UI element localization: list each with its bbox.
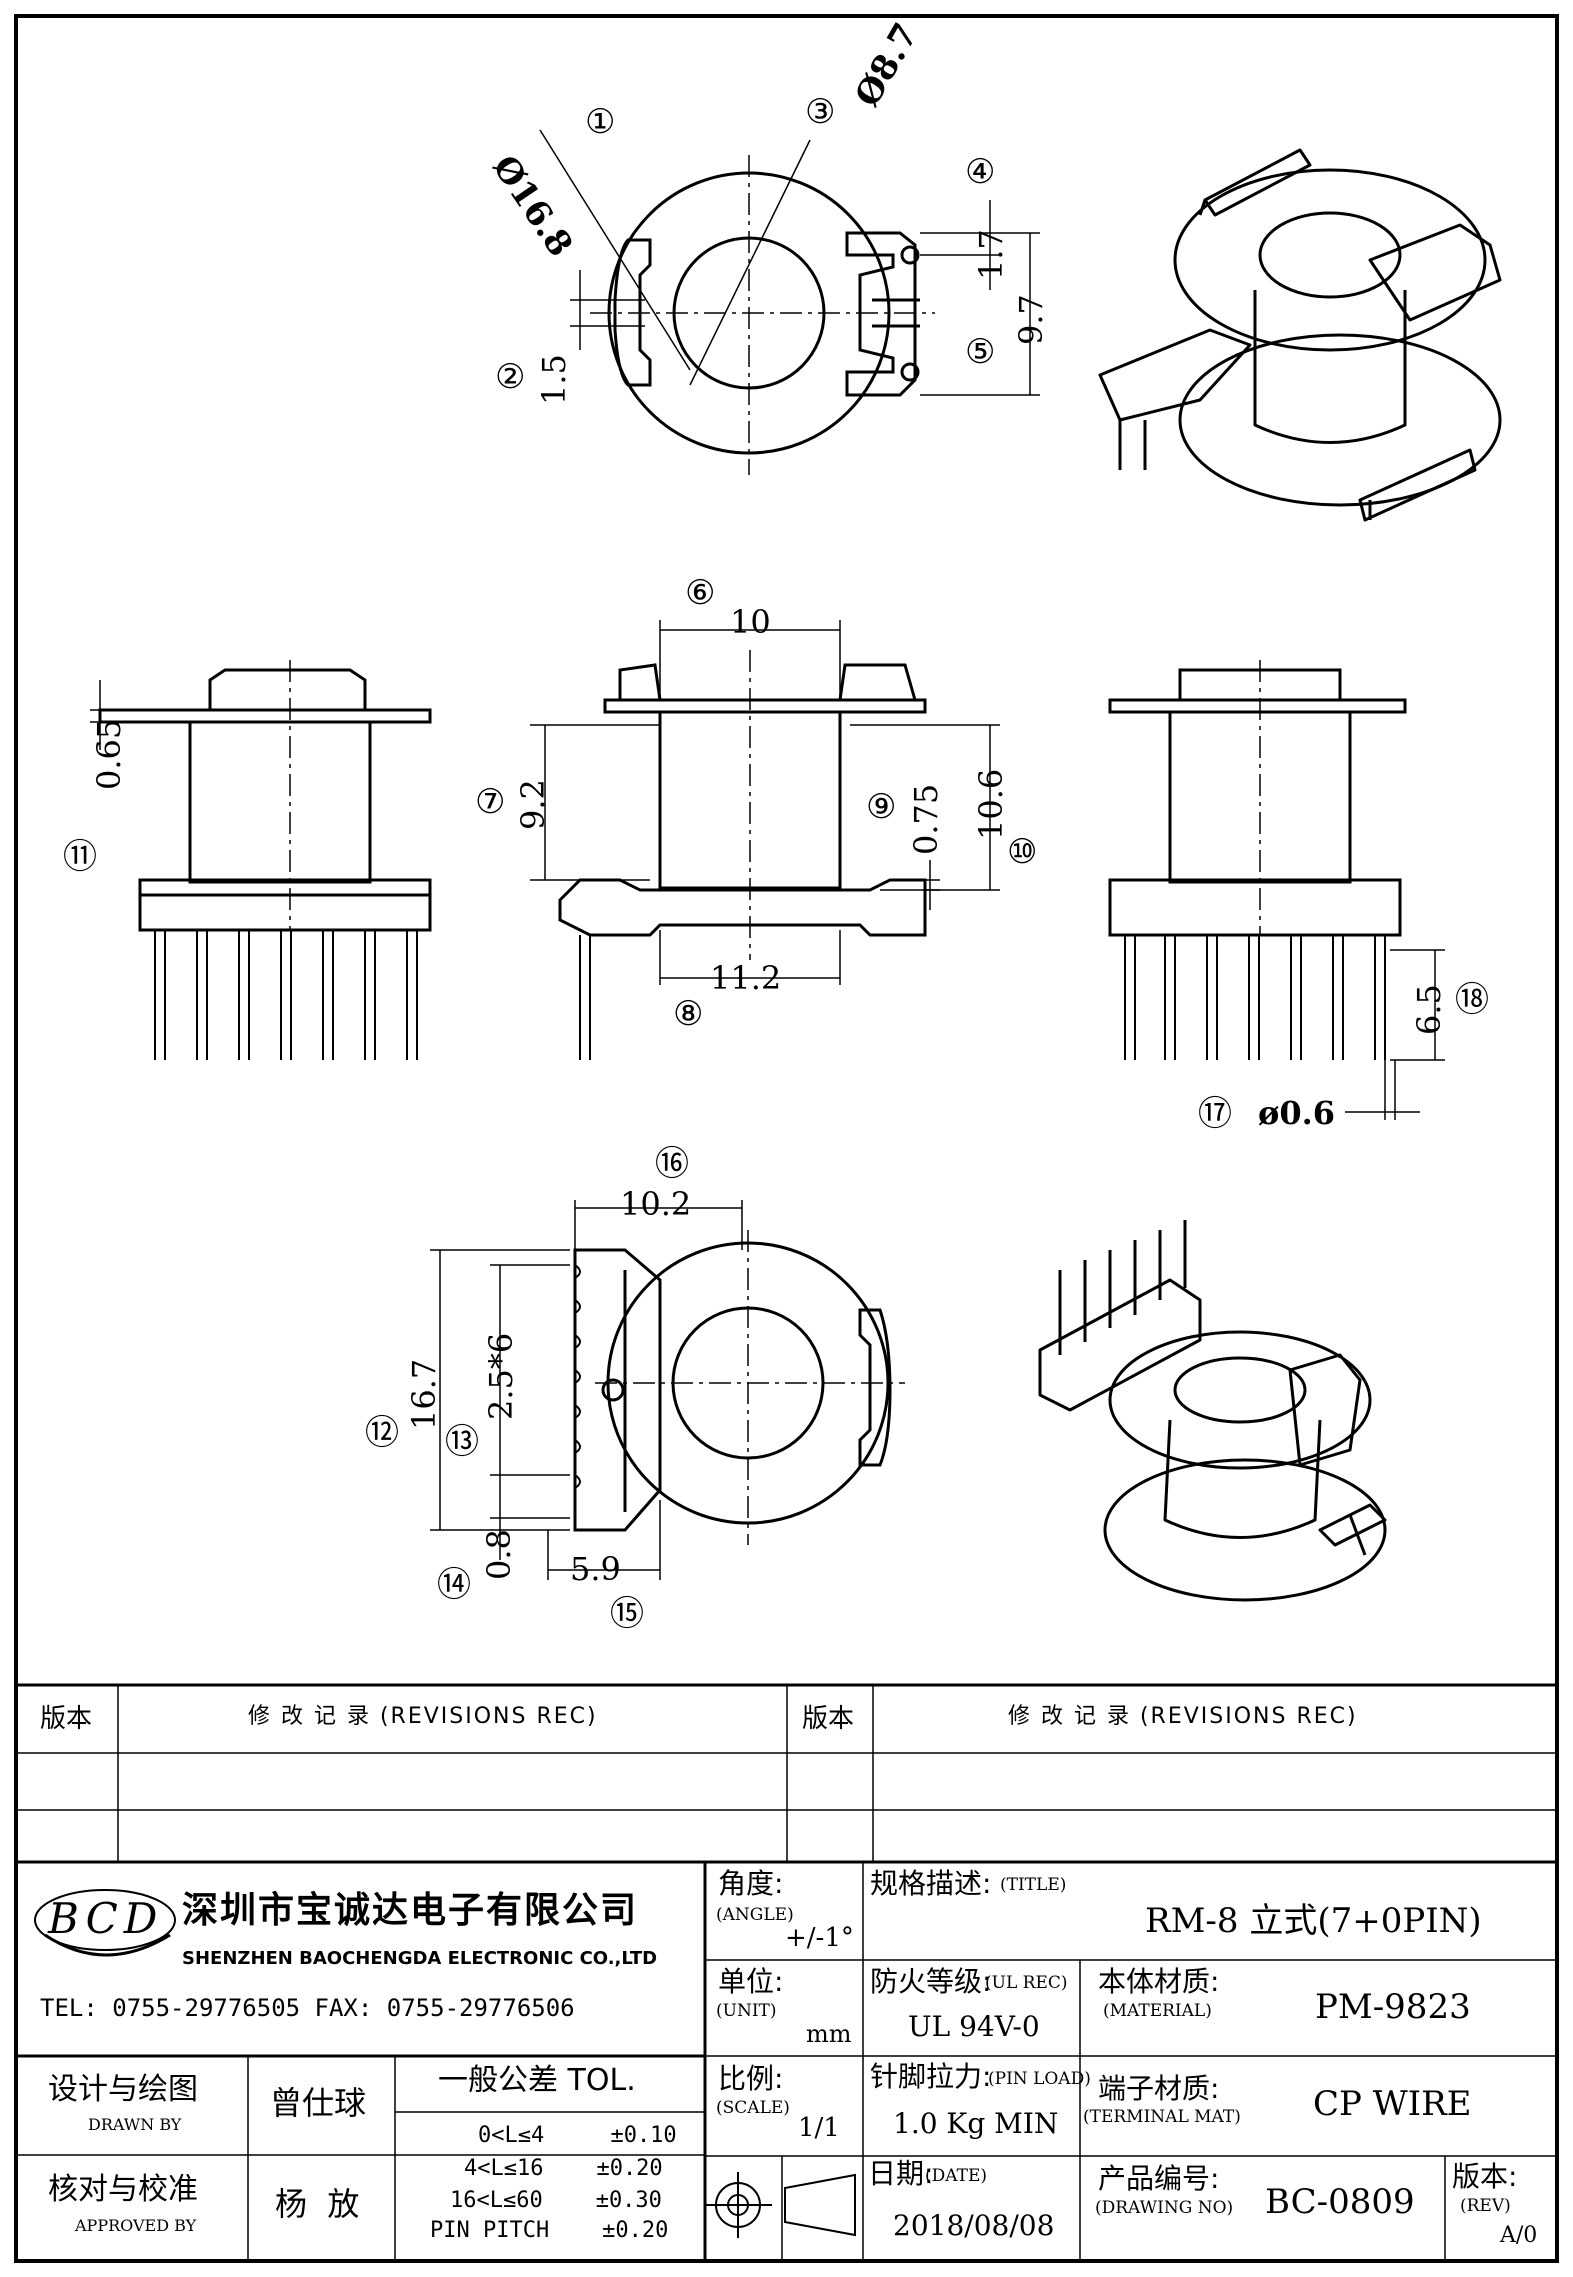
callout-13: ⑬ [445,1422,479,1462]
callout-9: ⑨ [866,787,897,827]
callout-12: ⑫ [365,1413,399,1453]
dim-7: 9.2 [514,779,552,830]
tolerance-row-4: PIN PITCH ±0.20 [430,2218,669,2243]
dim-9: 0.75 [907,783,945,855]
approved-by-label: 核对与校准 [48,2172,198,2207]
material-value: PM-9823 [1315,1987,1471,2027]
company-logo [34,1889,176,1957]
dim-13: 2.5*6 [482,1332,520,1420]
tolerance-row-1: 0<L≤4 ±0.10 [478,2123,677,2148]
revision-version-label-right: 版本 [802,1704,855,1734]
callout-14: ⑭ [437,1565,471,1605]
drawing-no-sub: (DRAWING NO) [1095,2198,1234,2218]
title-sub: (TITLE) [1000,1875,1067,1895]
company-logo-text: BCD [48,1894,164,1943]
dim-12: 16.7 [405,1358,443,1430]
iso-view-2 [1038,1220,1387,1602]
drawn-by-sub: DRAWN BY [88,2115,182,2134]
ul-sub: (UL REC) [985,1973,1068,1993]
callout-7: ⑦ [475,782,506,822]
revision-record-label-right: 修 改 记 录 (REVISIONS REC) [1008,1704,1358,1729]
angle-label: 角度: [718,1867,784,1900]
callout-8: ⑧ [673,994,704,1034]
pin-load-value: 1.0 Kg MIN [893,2107,1059,2140]
revision-record-label-left: 修 改 记 录 (REVISIONS REC) [248,1704,598,1729]
drawing-no-label: 产品编号: [1098,2162,1220,2195]
dim-17: ø0.6 [1258,1094,1336,1132]
ul-value: UL 94V-0 [908,2010,1040,2043]
dim-10: 10.6 [972,768,1010,840]
dim-11: 0.65 [90,718,128,790]
dim-14: 0.8 [480,1529,518,1580]
dim-16: 10.2 [620,1185,692,1223]
callout-2: ② [495,357,526,397]
title-block-grid [16,1683,1557,2261]
material-sub: (MATERIAL) [1103,2001,1212,2021]
drawn-by-label: 设计与绘图 [48,2072,198,2107]
callout-16: ⑯ [655,1144,689,1184]
iso-view-1 [1098,148,1502,522]
angle-sub: (ANGLE) [716,1905,794,1925]
terminal-material-label: 端子材质: [1098,2072,1220,2105]
company-name-en: SHENZHEN BAOCHENGDA ELECTRONIC CO.,LTD [182,1948,658,1969]
unit-sub: (UNIT) [716,2001,777,2021]
scale-sub: (SCALE) [716,2098,790,2118]
material-label: 本体材质: [1098,1965,1220,1998]
revision-version-label-left: 版本 [40,1704,93,1734]
dim-2: 1.5 [535,354,573,405]
callout-3: ③ [805,92,836,132]
dim-8: 11.2 [710,959,782,997]
drawn-by-value: 曾仕球 [270,2084,367,2122]
revision-value: A/0 [1500,2223,1538,2248]
terminal-material-sub: (TERMINAL MAT) [1083,2107,1241,2127]
scale-value: 1/1 [798,2113,840,2143]
callout-6: ⑥ [685,573,716,613]
date-sub: (DATE) [925,2166,987,2186]
title-label: 规格描述: [870,1867,992,1900]
callout-1: ① [585,102,616,142]
callout-10: ⑩ [1007,832,1038,872]
callout-15: ⑮ [610,1594,644,1634]
tolerance-label: 一般公差 TOL. [438,2063,636,2098]
callout-4: ④ [965,152,996,192]
scale-label: 比例: [718,2062,784,2095]
dim-15: 5.9 [570,1550,621,1588]
tolerance-row-3: 16<L≤60 ±0.30 [450,2188,662,2213]
date-label: 日期: [868,2157,934,2190]
sheet-border [14,14,1559,2263]
date-value: 2018/08/08 [893,2209,1055,2242]
dim-4: 1.7 [972,229,1010,280]
company-name-cn: 深圳市宝诚达电子有限公司 [182,1890,639,1931]
projection-symbol-icon [705,2172,856,2238]
side-view-right [1108,668,1407,1060]
side-view-left [98,668,432,1060]
dim-5: 9.7 [1012,294,1050,345]
tolerance-row-2: 4<L≤16 ±0.20 [464,2156,663,2181]
angle-value: +/-1° [785,1923,854,1953]
dim-6: 10 [730,603,771,641]
bottom-view [573,1241,892,1532]
callout-18: ⑱ [1455,980,1489,1020]
title-value: RM-8 立式(7+0PIN) [1145,1901,1482,1941]
revision-label: 版本: [1452,2160,1518,2193]
drawing-no-value: BC-0809 [1265,2182,1415,2222]
pin-load-label: 针脚拉力: [870,2060,992,2093]
approved-by-value: 杨 放 [275,2185,360,2223]
revision-sub: (REV) [1460,2196,1511,2216]
top-view-centerlines [590,155,935,475]
approved-by-sub: APPROVED BY [75,2216,197,2235]
callout-5: ⑤ [965,332,996,372]
unit-value: mm [806,2020,852,2048]
ul-label: 防火等级: [870,1965,992,1998]
terminal-material-value: CP WIRE [1313,2084,1472,2124]
unit-label: 单位: [718,1965,784,1998]
company-tel-fax: TEL: 0755-29776505 FAX: 0755-29776506 [40,1994,575,2022]
callout-17: ⑰ [1198,1094,1232,1134]
callout-11: ⑪ [63,837,97,877]
top-view-dim-lines [539,129,1040,396]
dim-18: 6.5 [1410,984,1448,1035]
pin-load-sub: (PIN LOAD) [988,2069,1091,2089]
